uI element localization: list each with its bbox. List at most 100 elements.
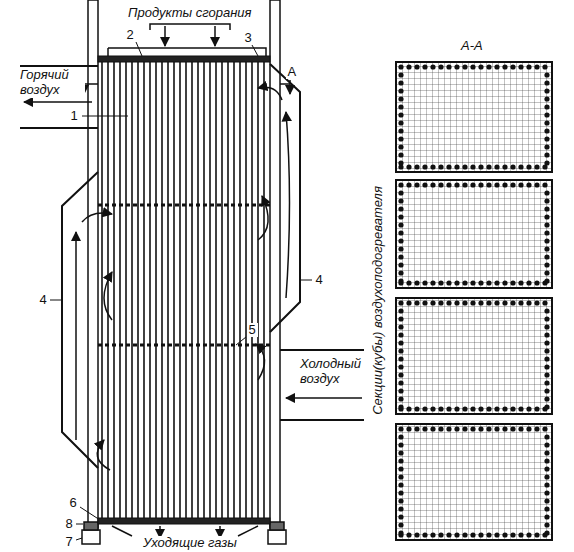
tube-dot [502,182,507,187]
tube-dot [398,404,403,409]
tube-dot [544,128,549,133]
tube-dot [478,64,483,69]
section-cube [396,298,552,414]
roller-8 [270,522,284,530]
tube-dot [422,64,427,69]
tube-dot [414,406,419,411]
tube-dot [470,182,475,187]
section-cubes [396,62,552,540]
tube-dot [544,88,549,93]
tube-sheet [98,518,270,524]
tube-dot [398,182,403,187]
tube-dot [544,262,549,267]
tube-dot [398,230,403,235]
tube-dot [486,532,491,537]
tube-dot [398,332,403,337]
tube-dot [534,426,539,431]
tube-dot [478,532,483,537]
tube-dot [398,72,403,77]
tube-dot [534,182,539,187]
tube-dot [478,406,483,411]
tube-dot [510,426,515,431]
tube-dot [470,406,475,411]
tube-dot [454,406,459,411]
tube-dot [398,80,403,85]
tube [113,62,115,518]
tube [221,62,223,518]
tube-dot [518,532,523,537]
tube-dot [526,64,531,69]
tube-dot [502,280,507,285]
tube-dot [454,280,459,285]
tube-dot [544,340,549,345]
tube-dot [544,474,549,479]
tube-dot [414,164,419,169]
tube-dot [430,280,435,285]
tube-dot [544,152,549,157]
tube [137,62,139,518]
inlet-frame [108,48,266,56]
support-7 [82,530,100,544]
flow-label: Холодный воздух [299,357,365,387]
tube [119,62,121,518]
tube-dot [398,340,403,345]
tube-dot [470,64,475,69]
tube-dot [438,532,443,537]
cold-air-duct [280,350,364,420]
tube-dot [478,426,483,431]
tube [173,62,175,518]
tube-dot [398,254,403,259]
tube-dot [422,300,427,305]
tube-dot [542,182,547,187]
tube-dot [544,230,549,235]
tube-dot [544,450,549,455]
tube-dot [544,482,549,487]
tube [263,62,265,518]
tube-dot [502,300,507,305]
section-line [280,80,290,92]
tube-dot [534,406,539,411]
tube-dot [398,450,403,455]
tube-dot [422,532,427,537]
tube-dot [414,182,419,187]
tube-dot [544,506,549,511]
tube-dot [406,300,411,305]
tube-dot [398,96,403,101]
tube-dot [494,64,499,69]
hot-air-duct [20,66,98,128]
tube-dot [470,532,475,537]
baffle [98,204,270,207]
tube [197,62,199,518]
support-column [270,0,280,528]
tube-dot [544,434,549,439]
bracket [150,24,230,30]
tube-dot [494,280,499,285]
tube-dot [510,280,515,285]
tube-dot [398,380,403,385]
tube-dot [544,498,549,503]
tube-dot [398,88,403,93]
tube-dot [470,300,475,305]
section-mark: А [286,65,299,80]
tube-dot [534,532,539,537]
tube-dot [422,164,427,169]
tube-dot [398,442,403,447]
tube-dot [406,64,411,69]
tube-dot [502,164,507,169]
tube-sheet [98,56,270,62]
tube-dot [454,426,459,431]
tube-dot [438,406,443,411]
tube-dot [518,280,523,285]
tube-dot [502,64,507,69]
tube-dot [494,426,499,431]
tube-dot [544,396,549,401]
tube-dot [544,144,549,149]
tube-dot [544,238,549,243]
section-cube [396,180,552,288]
tube-dot [438,426,443,431]
tube-dot [544,466,549,471]
baffle-5 [98,344,270,347]
tube-dot [544,214,549,219]
tube-dot [544,442,549,447]
tube-dot [438,182,443,187]
